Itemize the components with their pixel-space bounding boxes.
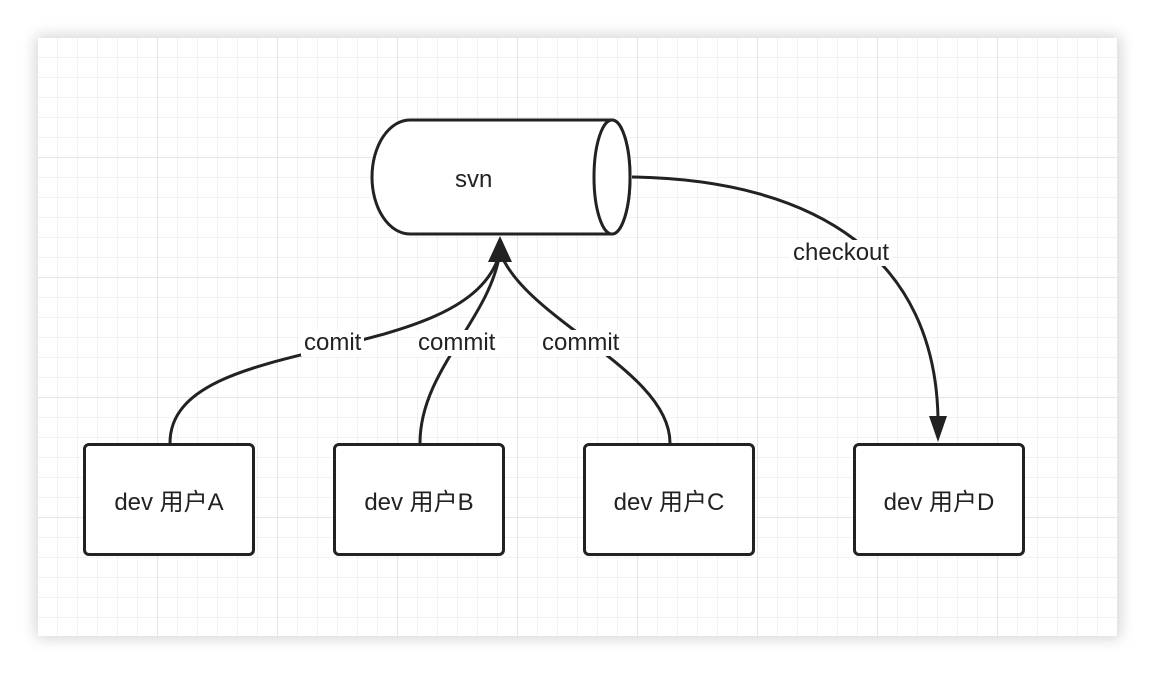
node-user-a: dev 用户A bbox=[83, 443, 255, 556]
edge-label-commit-b: commit bbox=[415, 330, 499, 356]
arrow-head-svn bbox=[488, 236, 512, 262]
node-user-d-label: dev 用户D bbox=[883, 489, 995, 516]
node-user-d: dev 用户D bbox=[853, 443, 1025, 556]
checkout-edge bbox=[631, 175, 940, 419]
svn-repository-shape bbox=[370, 118, 632, 236]
arrow-head-user-d bbox=[929, 416, 947, 442]
node-user-a-label: dev 用户A bbox=[114, 489, 224, 516]
edge-label-commit-a: comit bbox=[301, 330, 365, 356]
edge-label-commit-c: commit bbox=[539, 330, 623, 356]
svn-label: svn bbox=[455, 166, 493, 193]
node-user-c: dev 用户C bbox=[583, 443, 755, 556]
node-user-b-label: dev 用户B bbox=[364, 489, 474, 516]
edge-label-checkout: checkout bbox=[790, 240, 893, 266]
node-user-c-label: dev 用户C bbox=[613, 489, 725, 516]
node-user-b: dev 用户B bbox=[333, 443, 505, 556]
